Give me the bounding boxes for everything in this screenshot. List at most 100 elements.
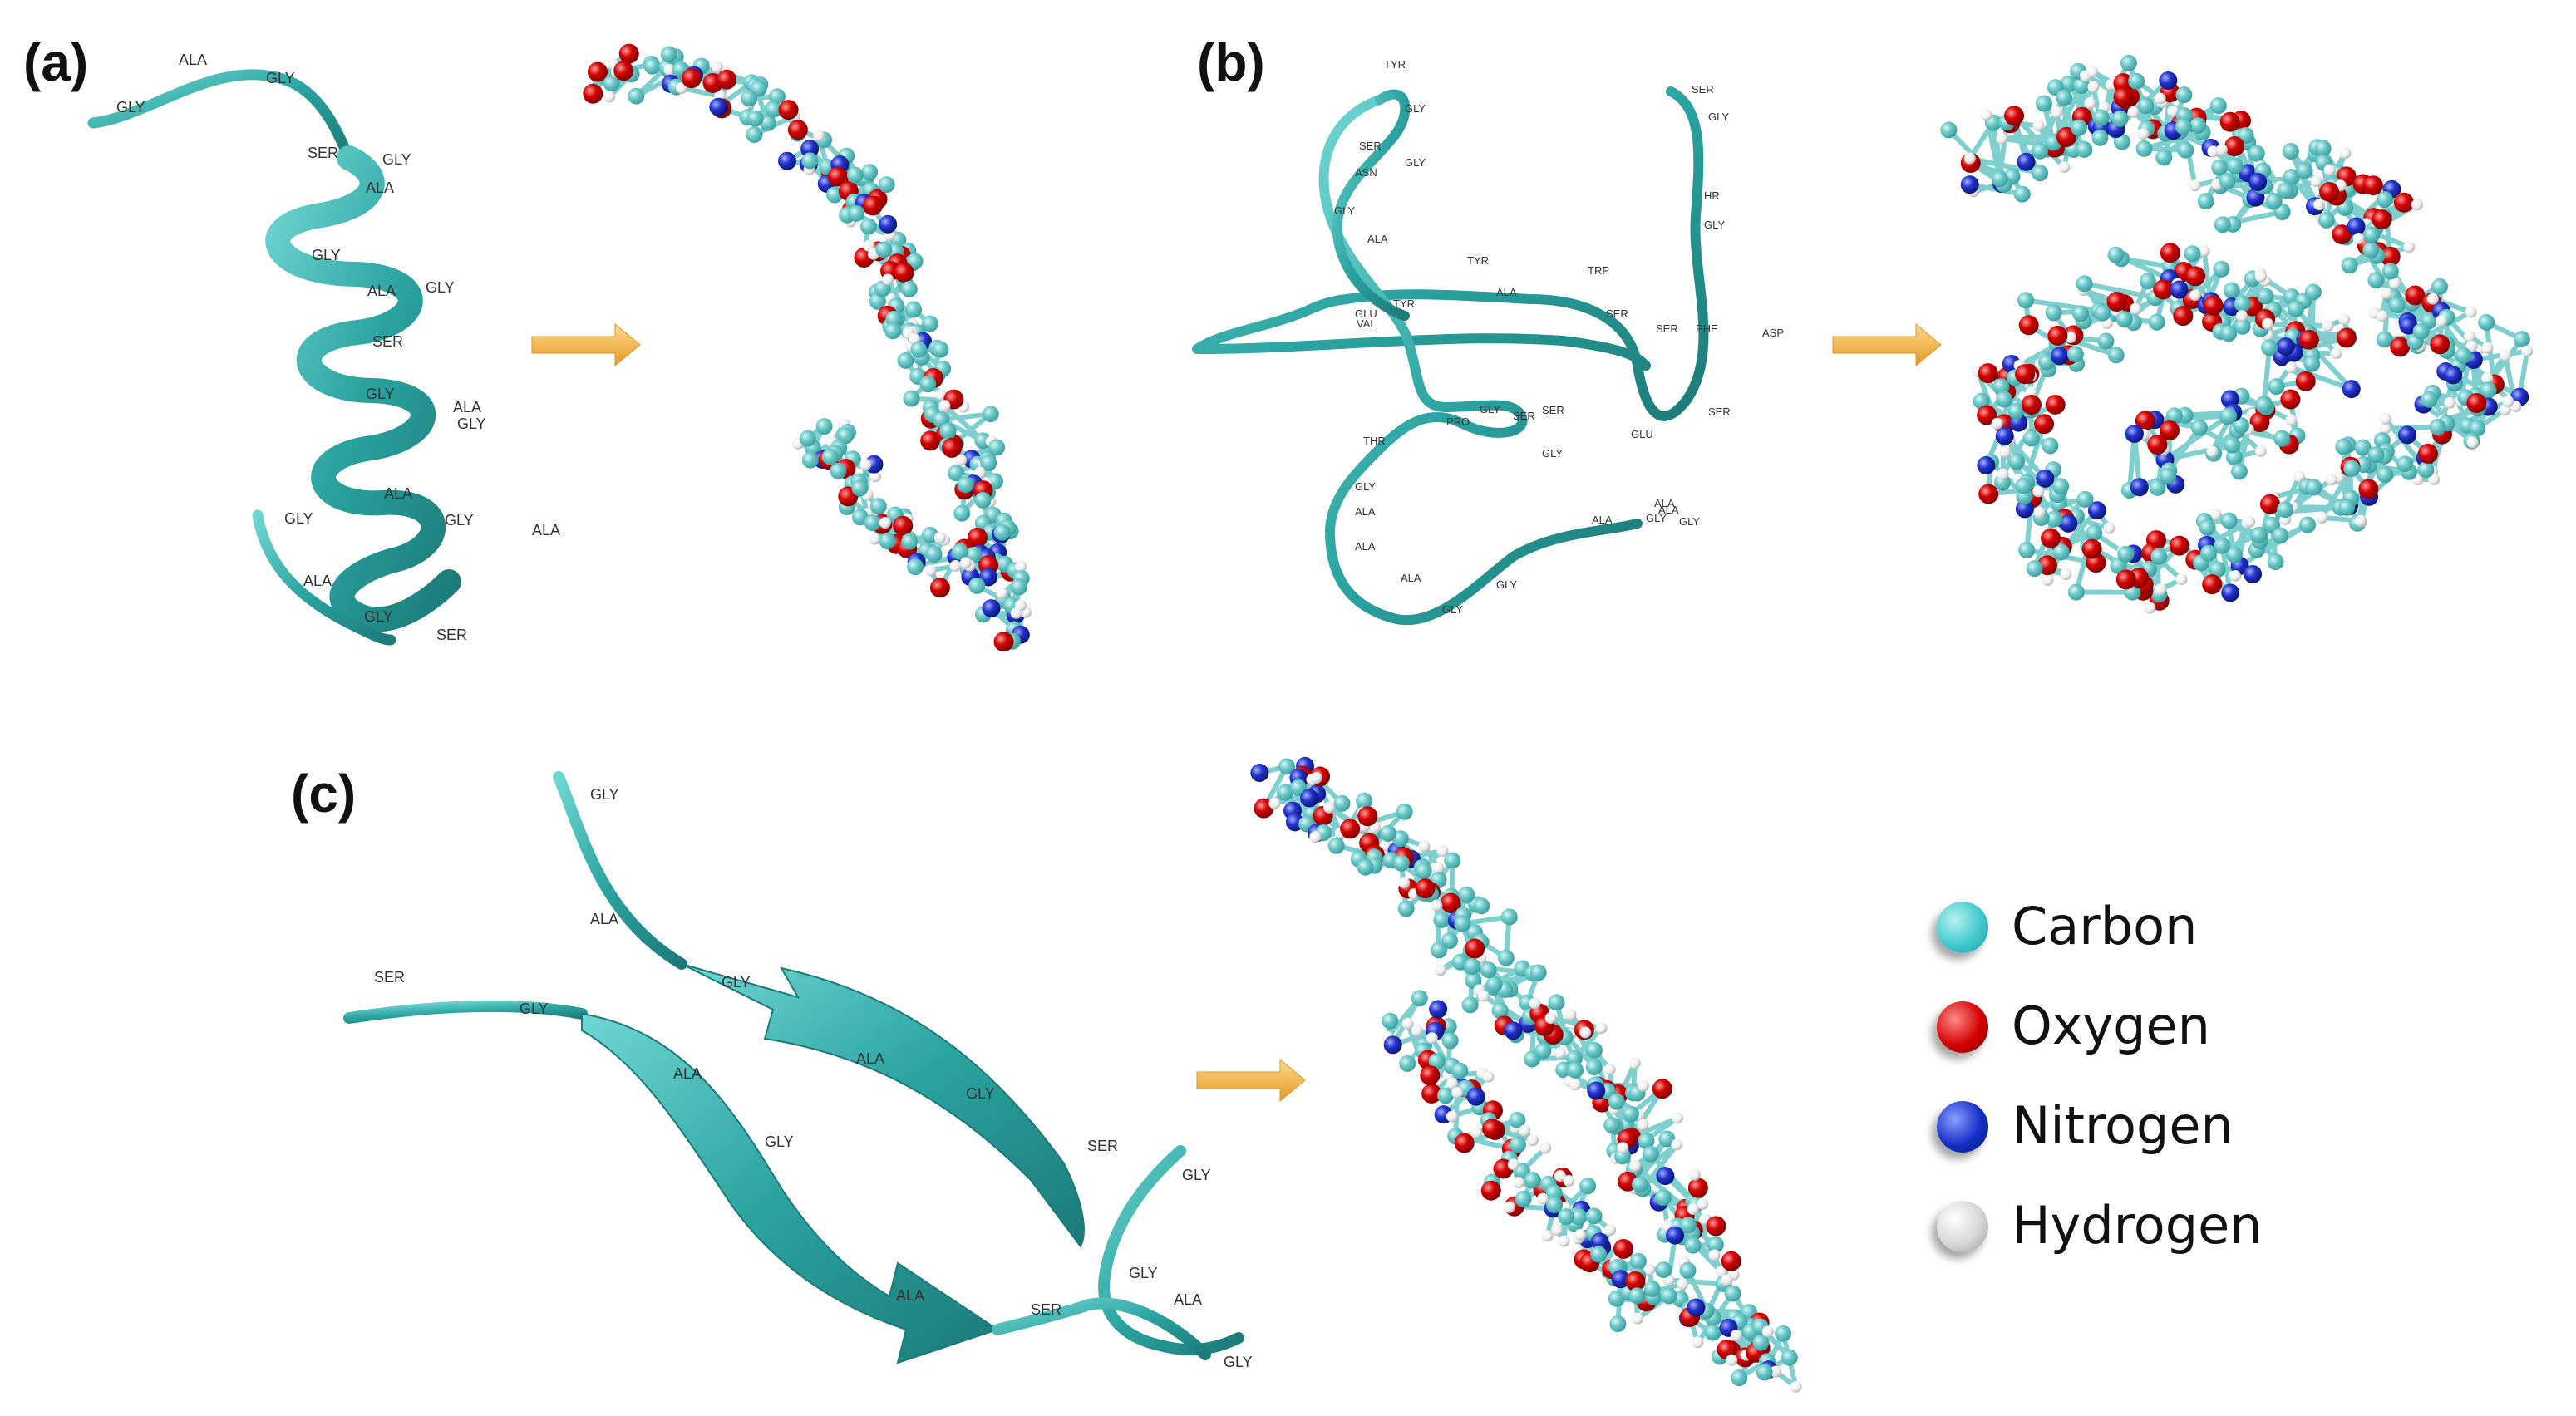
atom [709,98,727,116]
atom [801,152,818,169]
atom [2034,414,2054,434]
atom [2367,446,2384,463]
atom [2032,485,2044,497]
atom [901,533,918,550]
atom [1655,1261,1672,1278]
arrow-b [1833,324,1941,366]
panel-label-c: (c) [291,763,356,824]
atom [2430,334,2450,354]
atom [1380,825,1396,842]
atom [1513,1177,1524,1188]
atom [619,44,639,64]
atom [2214,216,2231,233]
residue-label: GLY [1405,102,1426,115]
atom [2467,437,2479,449]
atom [1586,1207,1603,1224]
atom [2198,193,2214,209]
atom [2377,191,2393,208]
residue-label: GLY [364,608,393,625]
atom [926,546,943,563]
atom [2224,437,2240,454]
residue-label: GLY [1129,1265,1158,1281]
atom [903,391,919,407]
atom [2347,218,2366,236]
residue-label: GLY [966,1085,995,1102]
atom [1323,802,1335,814]
atom [894,263,914,283]
residue-label: ALA [856,1050,884,1067]
hydrogen-dot-icon [1937,1201,1988,1252]
atom [1677,1278,1688,1290]
residue-label: ALA [1654,497,1675,509]
atom [1708,1250,1720,1261]
atom [1637,1119,1648,1131]
atom [779,100,799,120]
atom [884,322,901,339]
atom [2339,147,2351,159]
atom [2231,463,2248,479]
atom [1725,1286,1741,1302]
atom [1451,1087,1463,1099]
legend-label: Carbon [2012,893,2197,960]
residue-label: ALA [896,1287,924,1304]
atom [942,438,962,458]
atom [2221,513,2238,529]
atom [2086,524,2102,541]
atom [1567,1062,1584,1079]
atom [1996,427,2014,445]
atom [2147,435,2167,455]
atom [2046,304,2062,321]
atom [2394,193,2414,213]
atom [1604,1224,1616,1236]
atom [1721,1251,1741,1271]
atom [2478,314,2495,331]
atom [879,517,891,529]
atom [2087,81,2099,92]
atom [2318,212,2335,229]
atom [2204,296,2224,316]
atom [2324,164,2336,175]
residue-label: ALA [453,399,481,415]
residue-label: SER [1692,83,1714,96]
atom [2377,466,2393,483]
residue-label: GLU [1631,428,1653,440]
atom [1451,1063,1468,1079]
atom [893,516,913,536]
residue-label: GLY [520,1001,549,1017]
atom [1340,819,1360,838]
atom [996,588,1007,599]
residue-label: SER [1606,307,1628,320]
atom [859,459,871,470]
residue-label: SER [374,969,405,986]
atom [1524,1172,1541,1188]
atom [1564,1009,1576,1020]
atom [2216,144,2228,155]
atom [2149,314,2165,331]
atom [2411,199,2423,210]
atom [822,449,839,465]
atom [2019,315,2039,335]
atom [2034,506,2046,518]
atom [2160,243,2180,263]
atom [2262,318,2273,330]
atom [1590,1246,1607,1262]
atom [813,130,825,141]
atom [1478,991,1490,1002]
arrow-c [1197,1060,1305,1101]
atom [2362,242,2379,258]
atom [2135,140,2152,157]
atom [2305,479,2322,495]
atom [2027,560,2043,577]
legend-item-hydrogen: Hydrogen [1920,1192,2386,1267]
atom [1458,887,1475,903]
atom [940,423,957,440]
atom [2199,519,2216,536]
atom [1399,1055,1416,1072]
atom [1542,1230,1554,1241]
residue-label: ALA [303,573,332,589]
atom [1529,997,1540,1009]
atom [1604,1064,1616,1075]
residue-label: THR [1363,435,1386,447]
atom [2381,288,2392,299]
atom [1613,1239,1633,1259]
